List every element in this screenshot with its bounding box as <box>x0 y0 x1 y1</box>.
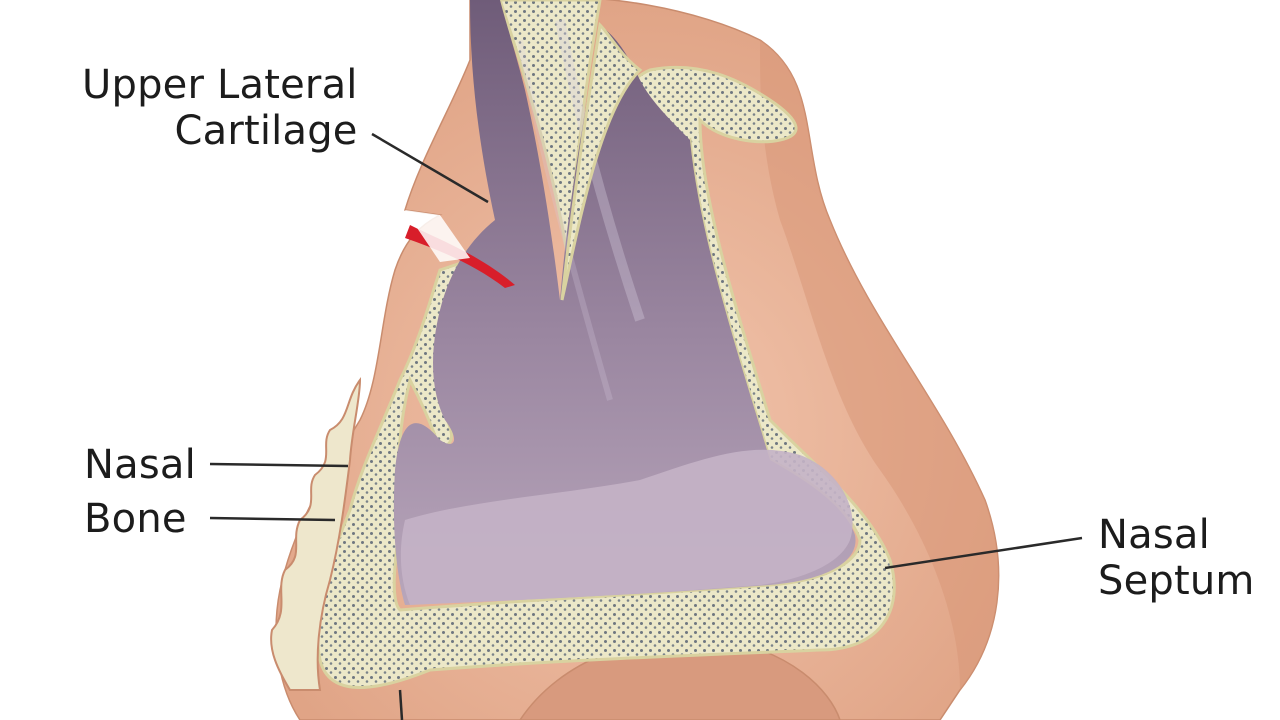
incision-gap <box>405 210 470 262</box>
leader-upper-lateral-cartilage <box>371 132 489 204</box>
label-line: Septum <box>1098 558 1255 604</box>
label-nasal-septum: Nasal Septum <box>1098 512 1255 604</box>
label-line: Upper Lateral <box>82 62 358 108</box>
leader-nasal-bone-2 <box>209 516 336 522</box>
leader-nasal-bone-1 <box>209 462 349 468</box>
label-line: Nasal <box>84 442 196 488</box>
leader-bottom <box>398 689 404 720</box>
label-upper-lateral-cartilage: Upper Lateral Cartilage <box>82 62 358 154</box>
leader-nasal-septum <box>884 536 1083 570</box>
cavity-floor <box>400 449 853 605</box>
septal-spike <box>560 21 643 301</box>
label-line: Bone <box>84 496 187 542</box>
label-line: Cartilage <box>174 108 358 154</box>
nasal-bone-ridges <box>270 376 362 691</box>
label-line: Nasal <box>1098 512 1210 558</box>
cavity-streak <box>517 39 613 401</box>
nose-skin-shadow <box>760 40 999 690</box>
label-nasal-bone: Nasal Bone <box>84 442 196 542</box>
